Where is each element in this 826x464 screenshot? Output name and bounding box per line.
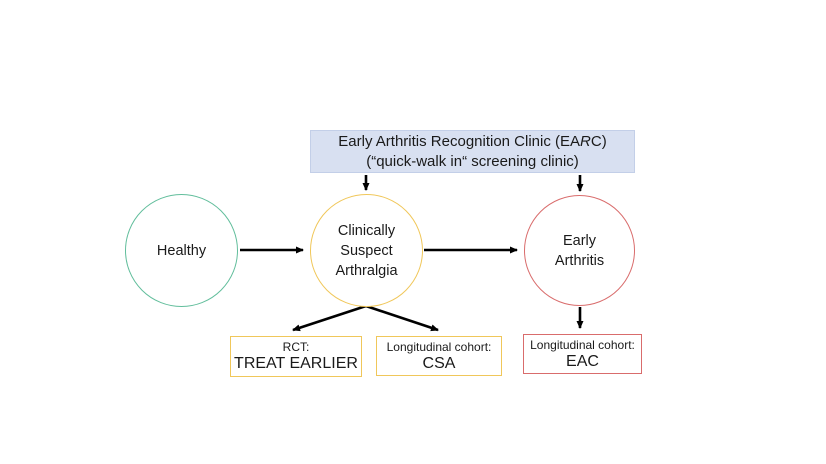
box-eac-cohort-line2: EAC [566, 352, 599, 370]
earc-title-suffix: C) [590, 132, 607, 150]
node-healthy: Healthy [125, 194, 238, 307]
arrow-csa-to-csa-cohort [365, 304, 439, 332]
box-csa-cohort: Longitudinal cohort: CSA [376, 336, 502, 376]
node-csa-label: Clinically Suspect Arthralgia [335, 222, 398, 279]
earc-banner-subtitle: (“quick-walk in“ screening clinic) [366, 152, 579, 170]
earc-banner: Early Arthritis Recognition Clinic (EARC… [310, 130, 635, 173]
box-treat-earlier: RCT: TREAT EARLIER [230, 336, 362, 377]
box-treat-earlier-line1: RCT: [282, 340, 310, 354]
box-treat-earlier-line2: TREAT EARLIER [234, 355, 358, 372]
box-eac-cohort: Longitudinal cohort: EAC [523, 334, 642, 374]
earc-title-prefix: Early Arthritis Recognition Clinic (EA [338, 132, 581, 150]
node-healthy-label: Healthy [156, 242, 207, 259]
earc-title-italic-r: R [580, 132, 591, 150]
node-early-arthritis: Early Arthritis [524, 195, 635, 306]
arrow-csa-to-treat-earlier [292, 304, 367, 332]
box-csa-cohort-line1: Longitudinal cohort: [386, 339, 492, 354]
earc-banner-title: Early Arthritis Recognition Clinic (EARC… [338, 132, 606, 152]
box-eac-cohort-line1: Longitudinal cohort: [530, 337, 635, 352]
node-early-arthritis-label: Early Arthritis [554, 232, 605, 269]
box-csa-cohort-line2: CSA [422, 354, 456, 372]
node-clinically-suspect-arthralgia: Clinically Suspect Arthralgia [310, 194, 423, 307]
